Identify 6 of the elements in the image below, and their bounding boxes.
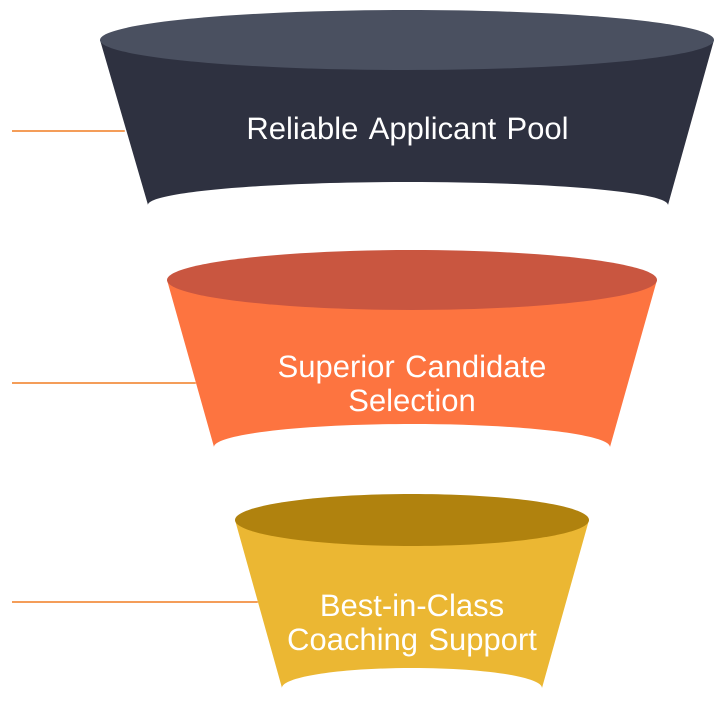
leader-line (12, 601, 258, 603)
funnel-segment: Superior Candidate Selection (167, 250, 657, 447)
funnel-segment: Reliable Applicant Pool (100, 10, 714, 205)
leader-line (12, 382, 196, 384)
leader-line (12, 130, 125, 132)
funnel-segment: Best-in-Class Coaching Support (235, 494, 589, 688)
